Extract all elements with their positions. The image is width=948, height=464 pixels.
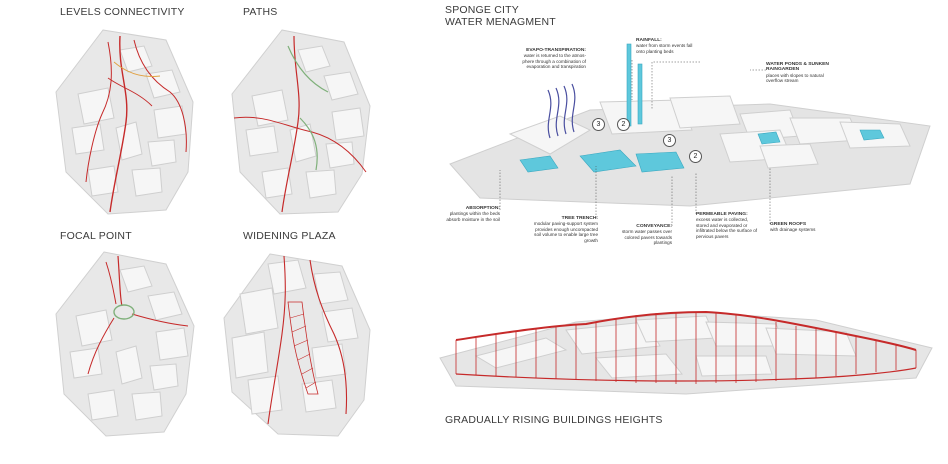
marker-2-top: 2 <box>617 118 630 131</box>
levels-connectivity-title: LEVELS CONNECTIVITY <box>60 6 185 18</box>
paths-title: PATHS <box>243 6 278 18</box>
absorption-text: plantings within the beds absorb moistur… <box>446 211 500 222</box>
absorption-heading: ABSORPTION: <box>465 206 500 211</box>
trench-text: modular paving-support system provides e… <box>533 221 598 243</box>
widening-plaza-title: WIDENING PLAZA <box>243 230 336 242</box>
marker-3-left: 3 <box>592 118 605 131</box>
ponds-annotation: WATER PONDS & SUNKEN RAINGARDEN places w… <box>766 62 836 84</box>
focal-point-title: FOCAL POINT <box>60 230 132 242</box>
sponge-city-title: SPONGE CITY <box>445 4 519 16</box>
ponds-text: places with slopes to natural overflow s… <box>766 72 824 84</box>
rainfall-text: water from storm events fall onto planti… <box>636 43 693 54</box>
rainfall-annotation: RAINFALL: water from storm events fall o… <box>636 38 700 54</box>
evapo-text: water is returned to the atmos-phere thr… <box>522 53 586 70</box>
heights-title: GRADUALLY RISING BUILDINGS HEIGHTS <box>445 414 663 426</box>
trench-heading: TREE TRENCH: <box>561 216 598 221</box>
levels-connectivity-diagram <box>55 29 194 215</box>
conveyance-text: storm water passes over colored pavers t… <box>621 229 672 246</box>
sponge-city-subtitle: WATER MENAGMENT <box>445 16 556 28</box>
focal-point-diagram <box>55 251 195 437</box>
conveyance-annotation: CONVEYANCE: storm water passes over colo… <box>612 224 672 246</box>
widening-plaza-diagram <box>223 253 371 437</box>
green-roofs-text: with drainage systems <box>770 227 816 233</box>
marker-2-bottom: 2 <box>689 150 702 163</box>
permeable-text: excess water is collected, stored and ev… <box>696 217 758 239</box>
evapo-heading: EVAPO-TRANSPIRATION: <box>526 48 586 53</box>
rainfall-heading: RAINFALL: <box>636 38 662 43</box>
paths-diagram <box>231 29 371 215</box>
rising-heights-diagram <box>439 310 933 395</box>
marker-3-right: 3 <box>663 134 676 147</box>
conveyance-heading: CONVEYANCE: <box>636 224 672 229</box>
trench-annotation: TREE TRENCH: modular paving-support syst… <box>528 216 598 243</box>
ponds-heading: WATER PONDS & SUNKEN RAINGARDEN <box>766 62 829 73</box>
green-roofs-annotation: GREEN ROOFS with drainage systems <box>770 222 820 233</box>
permeable-annotation: PERMEABLE PAVING: excess water is collec… <box>696 212 758 239</box>
absorption-annotation: ABSORPTION: plantings within the beds ab… <box>444 206 500 222</box>
sponge-city-diagram <box>449 43 931 207</box>
permeable-heading: PERMEABLE PAVING: <box>696 212 748 217</box>
green-roofs-heading: GREEN ROOFS <box>770 222 807 227</box>
evapo-annotation: EVAPO-TRANSPIRATION: water is returned t… <box>514 48 586 70</box>
